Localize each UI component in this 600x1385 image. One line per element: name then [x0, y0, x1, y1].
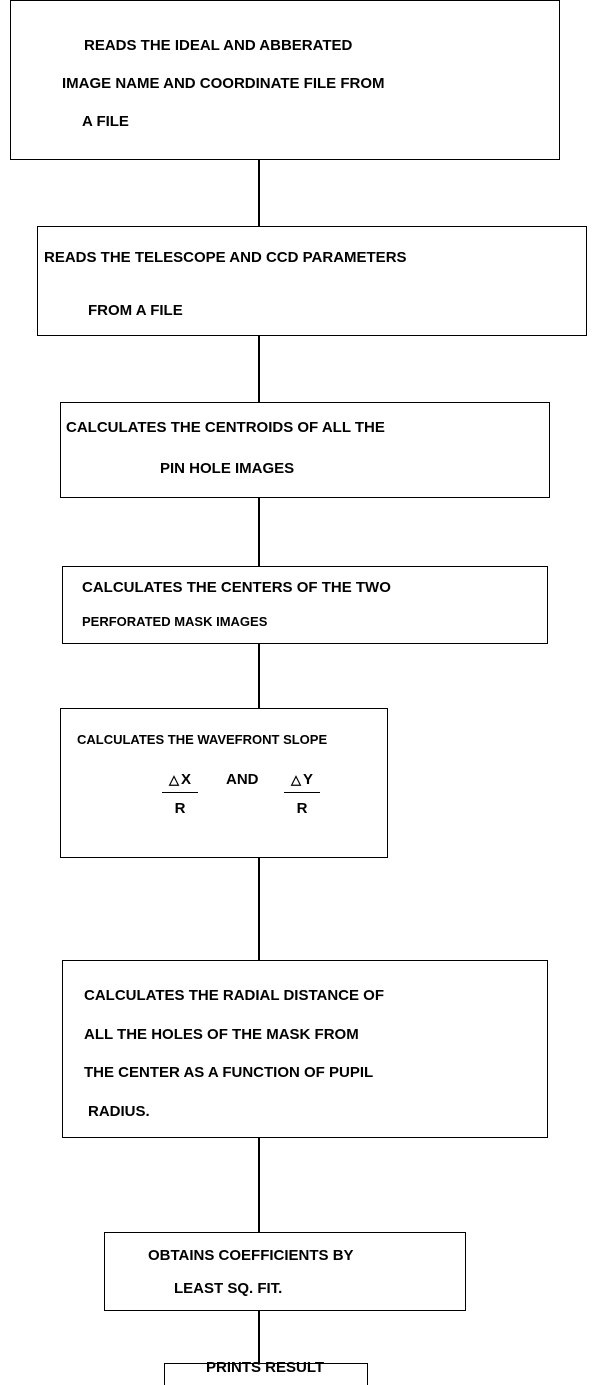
fraction-x-denominator: R [174, 800, 186, 817]
step-1-box [10, 0, 560, 160]
step-7-line-1: OBTAINS COEFFICIENTS BY [148, 1247, 354, 1264]
step-3-box [60, 402, 550, 498]
fraction-x-numerator: X [180, 771, 191, 788]
connector-1-2 [258, 160, 260, 226]
step-5-box [60, 708, 388, 858]
slope-fraction-x: △X R [162, 771, 198, 817]
delta-symbol-y: △ [290, 772, 301, 787]
step-3-line-2: PIN HOLE IMAGES [160, 460, 295, 477]
step-1-line-3: A FILE [82, 113, 129, 130]
conjunction-and: AND [226, 771, 259, 788]
step-4-line-1: CALCULATES THE CENTERS OF THE TWO [82, 579, 391, 596]
step-6-line-2: ALL THE HOLES OF THE MASK FROM [84, 1026, 359, 1043]
connector-7-8 [258, 1311, 260, 1363]
step-7-box [104, 1232, 466, 1311]
step-6-line-4: RADIUS. [88, 1103, 150, 1120]
step-1-line-1: READS THE IDEAL AND ABBERATED [84, 37, 353, 54]
step-2-line-2: FROM A FILE [88, 302, 183, 319]
step-7-line-2: LEAST SQ. FIT. [174, 1280, 283, 1297]
step-4-line-2: PERFORATED MASK IMAGES [82, 614, 268, 629]
step-2-line-1: READS THE TELESCOPE AND CCD PARAMETERS [44, 249, 407, 266]
connector-6-7 [258, 1138, 260, 1232]
delta-symbol-x: △ [168, 772, 179, 787]
step-6-box [62, 960, 548, 1138]
step-8-box [164, 1363, 368, 1385]
connector-5-6 [258, 858, 260, 960]
slope-fraction-y: △Y R [284, 771, 320, 817]
step-6-line-3: THE CENTER AS A FUNCTION OF PUPIL [84, 1064, 374, 1081]
connector-4-5 [258, 644, 260, 708]
connector-2-3 [258, 336, 260, 402]
fraction-y-denominator: R [296, 800, 308, 817]
step-3-line-1: CALCULATES THE CENTROIDS OF ALL THE [66, 419, 385, 436]
fraction-y-numerator: Y [302, 771, 313, 788]
step-5-line-1: CALCULATES THE WAVEFRONT SLOPE [77, 732, 328, 747]
step-8-line-1: PRINTS RESULT [206, 1359, 325, 1376]
connector-3-4 [258, 498, 260, 566]
step-1-line-2: IMAGE NAME AND COORDINATE FILE FROM [62, 75, 385, 92]
step-6-line-1: CALCULATES THE RADIAL DISTANCE OF [84, 987, 384, 1004]
step-2-box [37, 226, 587, 336]
step-4-box [62, 566, 548, 644]
